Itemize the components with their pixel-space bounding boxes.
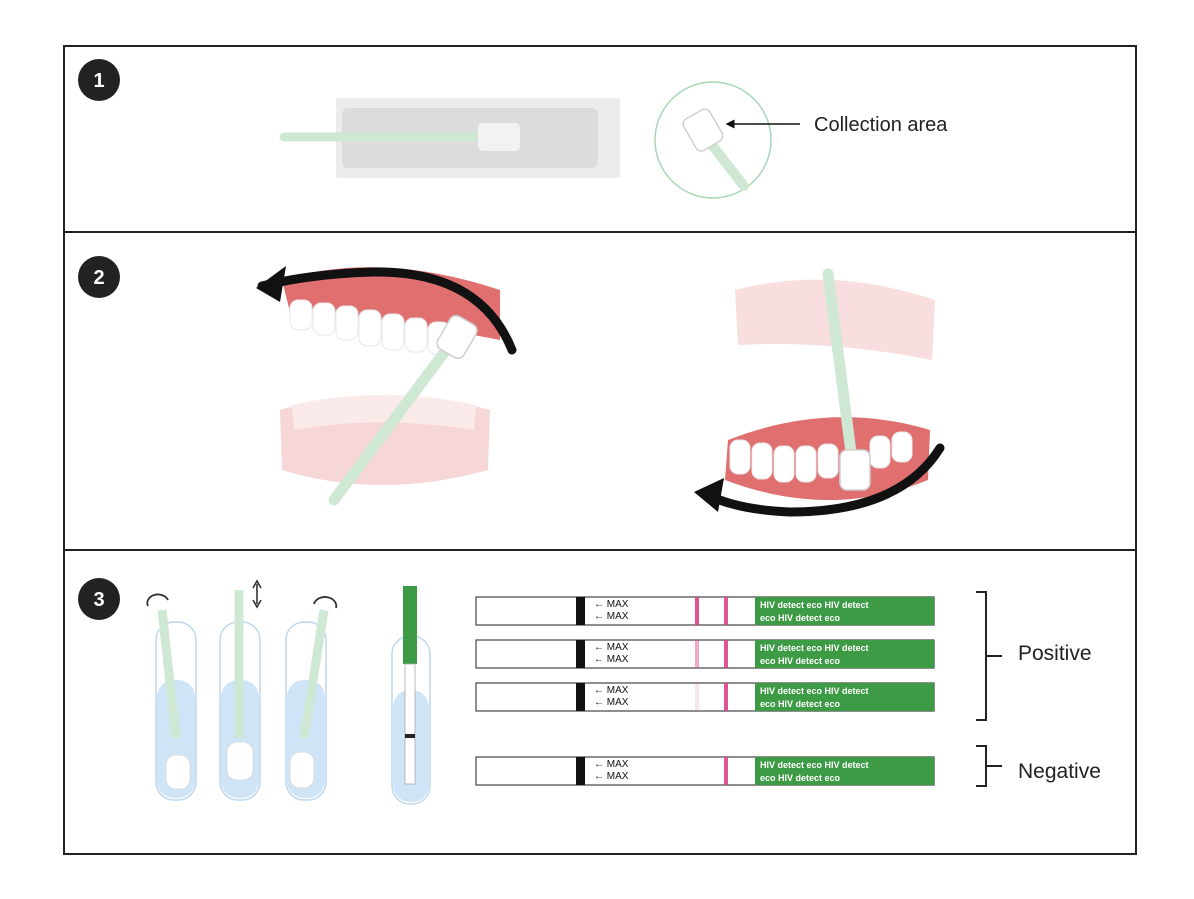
up-down-arrow-icon: [252, 579, 262, 609]
max-marker-label: ← MAX: [594, 759, 629, 770]
strip-sample-pad: [576, 683, 585, 711]
strip-brand-text: HIV detect eco HIV detect: [760, 643, 869, 653]
control-line: [724, 757, 728, 785]
strip-brand-area: [755, 757, 934, 785]
swab-package: [279, 98, 620, 178]
max-marker-label: ← MAX: [594, 771, 629, 782]
bracket-icon: [976, 745, 1002, 787]
strip-brand-text: eco HIV detect eco: [760, 773, 841, 783]
step-1-number: 1: [93, 70, 104, 92]
strip-brand-text: HIV detect eco HIV detect: [760, 600, 869, 610]
strip-brand-text: eco HIV detect eco: [760, 699, 841, 709]
rotate-arrow-icon: [146, 593, 169, 607]
step-2-number: 2: [93, 267, 104, 289]
bracket-icon: [976, 591, 1002, 721]
tube-rotate-right: [285, 596, 338, 801]
strip-brand-area: [755, 597, 934, 625]
tube-up-down: [219, 579, 262, 801]
control-line: [724, 640, 728, 668]
step-2-badge: 2: [78, 256, 120, 298]
max-marker-label: ← MAX: [594, 697, 629, 708]
direction-arrow-icon: [705, 443, 945, 517]
test-line: [695, 640, 699, 668]
strip-sample-pad: [576, 640, 585, 668]
strip-brand-text: HIV detect eco HIV detect: [760, 760, 869, 770]
step-3-number: 3: [93, 589, 104, 611]
step-3-badge: 3: [78, 578, 120, 620]
negative-bracket: Negative: [976, 745, 1101, 787]
step-1-badge: 1: [78, 59, 120, 101]
panel-step-2: 2: [63, 231, 1137, 551]
positive-label: Positive: [1018, 642, 1092, 665]
test-line: [695, 683, 699, 711]
negative-label: Negative: [1018, 760, 1101, 783]
magnified-swab: [654, 81, 772, 199]
tube-with-test-stick: [391, 586, 431, 805]
max-marker-label: ← MAX: [594, 599, 629, 610]
lower-gum-illustration: [694, 268, 945, 517]
strip-brand-area: [755, 640, 934, 668]
strip-brand-text: eco HIV detect eco: [760, 613, 841, 623]
positive-strip: ← MAX← MAX HIV detect eco HIV detect eco H…: [475, 639, 935, 669]
test-line: [695, 597, 699, 625]
positive-strip: ← MAX← MAX HIV detect eco HIV detect eco H…: [475, 682, 935, 712]
direction-arrow-icon: [257, 267, 517, 355]
rotate-arrow-icon: [313, 596, 338, 609]
max-marker-label: ← MAX: [594, 654, 629, 665]
control-line: [724, 683, 728, 711]
control-line: [724, 597, 728, 625]
strip-sample-pad: [576, 597, 585, 625]
collection-area-label: Collection area: [814, 114, 948, 136]
negative-strip: ← MAX← MAX HIV detect eco HIV detect eco H…: [475, 756, 935, 786]
strip-sample-pad: [576, 757, 585, 785]
strip-brand-text: eco HIV detect eco: [760, 656, 841, 666]
max-marker-label: ← MAX: [594, 685, 629, 696]
upper-gum-illustration: [256, 266, 517, 506]
tube-rotate-left: [146, 593, 197, 801]
panel-step-1: 1 Collection area: [63, 45, 1137, 233]
panel-step-3: 3: [63, 549, 1137, 855]
strip-brand-text: HIV detect eco HIV detect: [760, 686, 869, 696]
max-marker-label: ← MAX: [594, 642, 629, 653]
max-marker-label: ← MAX: [594, 611, 629, 622]
positive-strip: ← MAX← MAX HIV detect eco HIV detect eco H…: [475, 596, 935, 626]
positive-bracket: Positive: [976, 591, 1092, 721]
strip-brand-area: [755, 683, 934, 711]
